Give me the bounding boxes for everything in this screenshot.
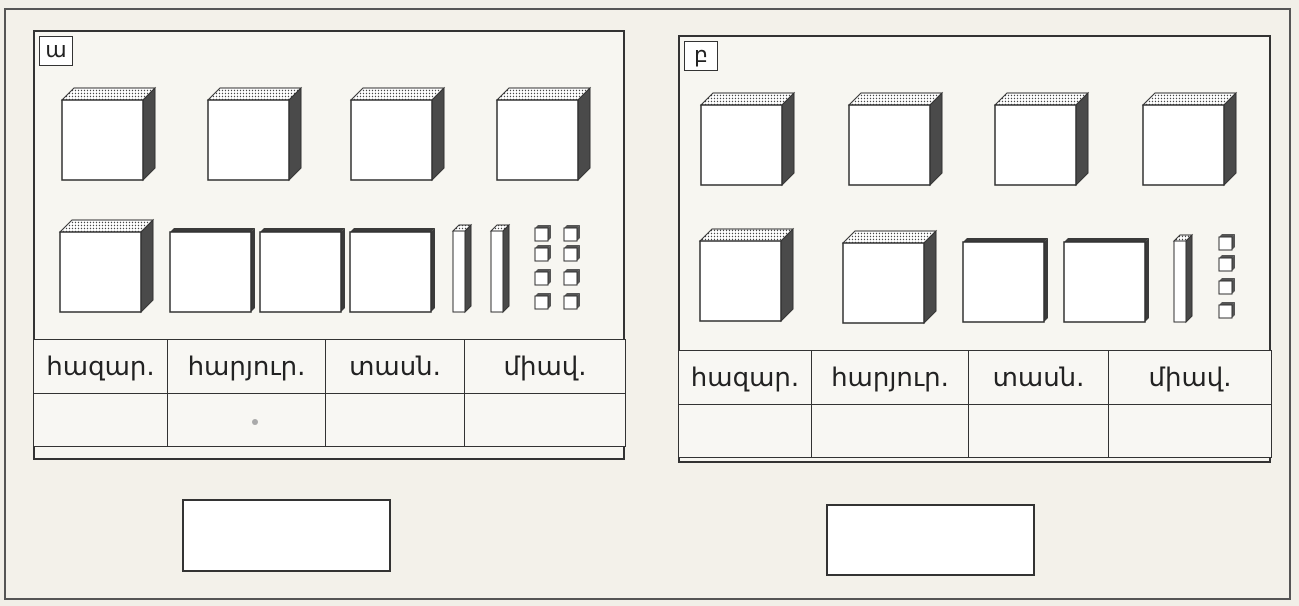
hundred-flat <box>170 228 255 312</box>
unit-cubes <box>1219 234 1235 318</box>
header-ones: միավ. <box>1109 351 1272 405</box>
header-thousands: հազար. <box>679 351 812 405</box>
unit-cube <box>535 225 551 241</box>
answer-cell-hundreds[interactable] <box>812 405 969 458</box>
answer-cell-ones[interactable] <box>465 394 626 447</box>
unit-cube <box>535 269 551 285</box>
panel-a-answer-box[interactable] <box>182 499 391 572</box>
unit-cube <box>1219 255 1235 271</box>
thousand-cube <box>351 88 444 180</box>
hundred-flat <box>963 238 1048 322</box>
unit-cubes <box>535 225 580 309</box>
panel-b: բ հազար. հարյուր. <box>678 35 1271 463</box>
panel-b-place-value-table: հազար. հարյուր. տասն. միավ. <box>678 350 1272 458</box>
header-tens: տասն. <box>326 340 465 394</box>
hundred-flat <box>1064 238 1149 322</box>
panel-a-base-ten-blocks <box>35 32 623 332</box>
panel-b-base-ten-blocks <box>680 37 1269 337</box>
answer-cell-tens[interactable] <box>969 405 1109 458</box>
ten-rod <box>453 225 471 312</box>
unit-cube <box>564 225 580 241</box>
unit-cube <box>564 269 580 285</box>
header-tens: տասն. <box>969 351 1109 405</box>
unit-cube <box>1219 278 1235 294</box>
thousand-cube <box>62 88 155 180</box>
unit-cube <box>564 293 580 309</box>
pencil-smudge <box>252 419 258 425</box>
unit-cube <box>564 245 580 261</box>
thousand-cube <box>995 93 1088 185</box>
panel-a-place-value-table: հազար. հարյուր. տասն. միավ. <box>33 339 626 447</box>
unit-cube <box>535 245 551 261</box>
answer-cell-thousands[interactable] <box>34 394 168 447</box>
panel-a: ա <box>33 30 625 460</box>
thousand-cube <box>1143 93 1236 185</box>
thousand-cube <box>701 93 794 185</box>
header-ones: միավ. <box>465 340 626 394</box>
answer-cell-tens[interactable] <box>326 394 465 447</box>
ten-rod <box>1174 235 1192 322</box>
answer-cell-hundreds[interactable] <box>168 394 326 447</box>
unit-cube <box>1219 234 1235 250</box>
unit-cube <box>535 293 551 309</box>
panel-b-answer-box[interactable] <box>826 504 1035 576</box>
hundred-flat <box>260 228 345 312</box>
thousand-cube <box>60 220 153 312</box>
header-hundreds: հարյուր. <box>168 340 326 394</box>
header-hundreds: հարյուր. <box>812 351 969 405</box>
hundred-flat <box>350 228 435 312</box>
header-thousands: հազար. <box>34 340 168 394</box>
thousand-cube <box>497 88 590 180</box>
thousand-cube <box>700 229 793 321</box>
thousand-cube <box>849 93 942 185</box>
unit-cube <box>1219 302 1235 318</box>
thousand-cube <box>208 88 301 180</box>
ten-rod <box>491 225 509 312</box>
answer-cell-ones[interactable] <box>1109 405 1272 458</box>
thousand-cube <box>843 231 936 323</box>
answer-cell-thousands[interactable] <box>679 405 812 458</box>
